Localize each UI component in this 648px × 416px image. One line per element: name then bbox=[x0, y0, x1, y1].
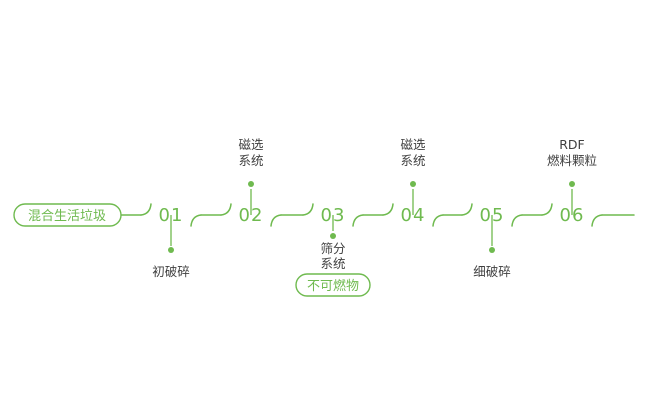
step-03: 03 筛分 系统 不可燃物 bbox=[295, 205, 371, 297]
step-04-label-line2: 系统 bbox=[400, 153, 425, 168]
step-06-number: 06 bbox=[560, 205, 585, 226]
step-04: 04 磁选 系统 bbox=[400, 137, 426, 226]
step-05-label: 细破碎 bbox=[473, 264, 511, 279]
step-05: 05 细破碎 bbox=[473, 205, 511, 279]
step-02-label-line2: 系统 bbox=[238, 153, 263, 168]
non-combustible-badge-label: 不可燃物 bbox=[307, 278, 359, 294]
step-02: 02 磁选 系统 bbox=[238, 137, 264, 226]
step-03-label-line2: 系统 bbox=[320, 256, 345, 271]
step-06: 06 RDF 燃料颗粒 bbox=[547, 137, 597, 226]
step-02-number: 02 bbox=[239, 205, 264, 226]
start-badge-label: 混合生活垃圾 bbox=[28, 209, 106, 224]
step-04-dot bbox=[410, 181, 416, 187]
step-05-dot bbox=[489, 247, 495, 253]
start-badge: 混合生活垃圾 bbox=[13, 203, 122, 227]
step-03-dot bbox=[330, 233, 336, 239]
start-badge-outline bbox=[13, 203, 122, 227]
step-01-label: 初破碎 bbox=[152, 264, 190, 279]
step-03-label-line1: 筛分 bbox=[320, 241, 345, 256]
timeline-hooks bbox=[140, 203, 603, 227]
step-04-number: 04 bbox=[401, 205, 426, 226]
step-06-label-line2: 燃料颗粒 bbox=[547, 153, 597, 168]
step-02-dot bbox=[248, 181, 254, 187]
step-01-dot bbox=[168, 247, 174, 253]
step-02-label-line1: 磁选 bbox=[238, 137, 264, 152]
step-01: 01 初破碎 bbox=[152, 205, 190, 279]
step-06-label-line1: RDF bbox=[559, 137, 585, 152]
step-06-dot bbox=[569, 181, 575, 187]
non-combustible-badge-outline bbox=[295, 273, 371, 297]
step-04-label-line1: 磁选 bbox=[400, 137, 426, 152]
non-combustible-badge: 不可燃物 bbox=[295, 273, 371, 297]
